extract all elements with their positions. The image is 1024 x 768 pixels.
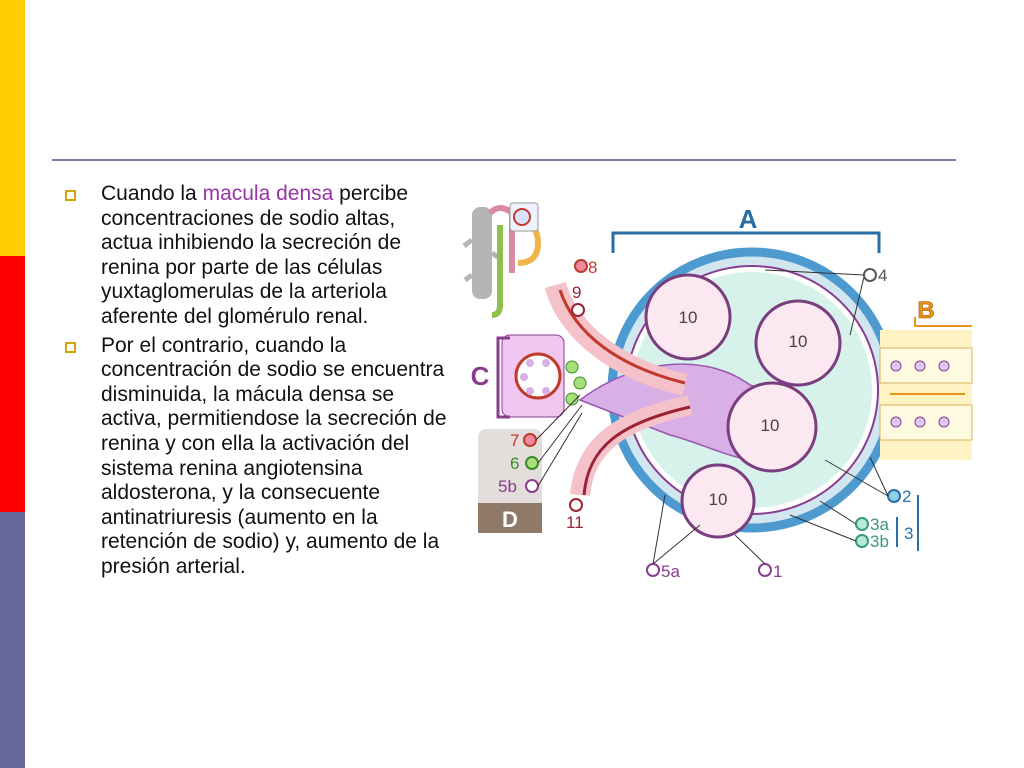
bullet-item-1: Cuando la macula densa percibe concentra… <box>62 182 450 330</box>
callout-5b-marker <box>525 479 539 493</box>
title-divider <box>52 159 956 161</box>
leader-lines <box>535 269 889 565</box>
callout-5b: 5b <box>498 477 517 496</box>
callout-3b: 3b <box>870 532 889 551</box>
callout-1-marker <box>758 563 772 577</box>
callout-6-marker <box>525 456 539 470</box>
callout-4: 4 <box>878 266 887 285</box>
proximal-tubule <box>879 330 973 460</box>
bullet-2-text: Por el contrario, cuando la concentració… <box>101 333 447 578</box>
bullet-item-2: Por el contrario, cuando la concentració… <box>62 334 450 580</box>
callout-5a: 5a <box>661 562 680 581</box>
label-d: D <box>502 507 518 532</box>
callout-11: 11 <box>566 513 584 532</box>
section-d-box <box>478 429 542 533</box>
capillary-label: 10 <box>761 416 780 435</box>
callout-4-marker <box>863 268 877 282</box>
bullet-list: Cuando la macula densa percibe concentra… <box>62 182 450 584</box>
callout-3a: 3a <box>870 515 889 534</box>
macula-densa <box>501 334 587 418</box>
stripe-red <box>0 256 25 512</box>
bullet-1-before: Cuando la <box>101 182 203 205</box>
callout-3: 3 <box>904 524 913 543</box>
callout-8-marker <box>574 259 588 273</box>
callout-2: 2 <box>902 487 911 506</box>
callout-6: 6 <box>510 454 519 473</box>
callout-1: 1 <box>773 562 782 581</box>
callout-2-marker <box>887 489 901 503</box>
callout-8: 8 <box>588 258 597 277</box>
afferent-arteriole <box>544 281 688 396</box>
callout-11-marker <box>569 498 583 512</box>
callout-5a-marker <box>646 563 660 577</box>
square-bullet-icon <box>65 341 76 353</box>
bracket-3 <box>896 495 919 551</box>
square-bullet-icon <box>65 190 76 201</box>
stripe-yellow <box>0 0 25 256</box>
callout-9: 9 <box>572 283 581 302</box>
capillary-loops <box>644 273 842 539</box>
capillary-label: 10 <box>679 308 698 327</box>
stripe-purple <box>0 512 25 768</box>
callout-9-marker <box>571 303 585 317</box>
efferent-arteriole <box>570 395 693 497</box>
callout-3b-marker <box>855 534 869 548</box>
label-c: C <box>471 361 490 391</box>
callout-3a-marker <box>855 517 869 531</box>
label-b: B <box>917 297 934 324</box>
bullet-1-highlight: macula densa <box>202 182 334 205</box>
callout-7: 7 <box>510 431 519 450</box>
capillary-label: 10 <box>789 332 808 351</box>
label-a: A <box>739 204 758 234</box>
bullet-1-after: percibe concentraciones de sodio altas, … <box>101 182 409 328</box>
glomerulus-diagram: A 10 10 10 10 B <box>462 202 973 581</box>
capillary-label: 10 <box>709 490 728 509</box>
bracket-a <box>611 231 881 253</box>
callout-7-marker <box>523 433 537 447</box>
nephron-thumbnail <box>462 202 542 318</box>
